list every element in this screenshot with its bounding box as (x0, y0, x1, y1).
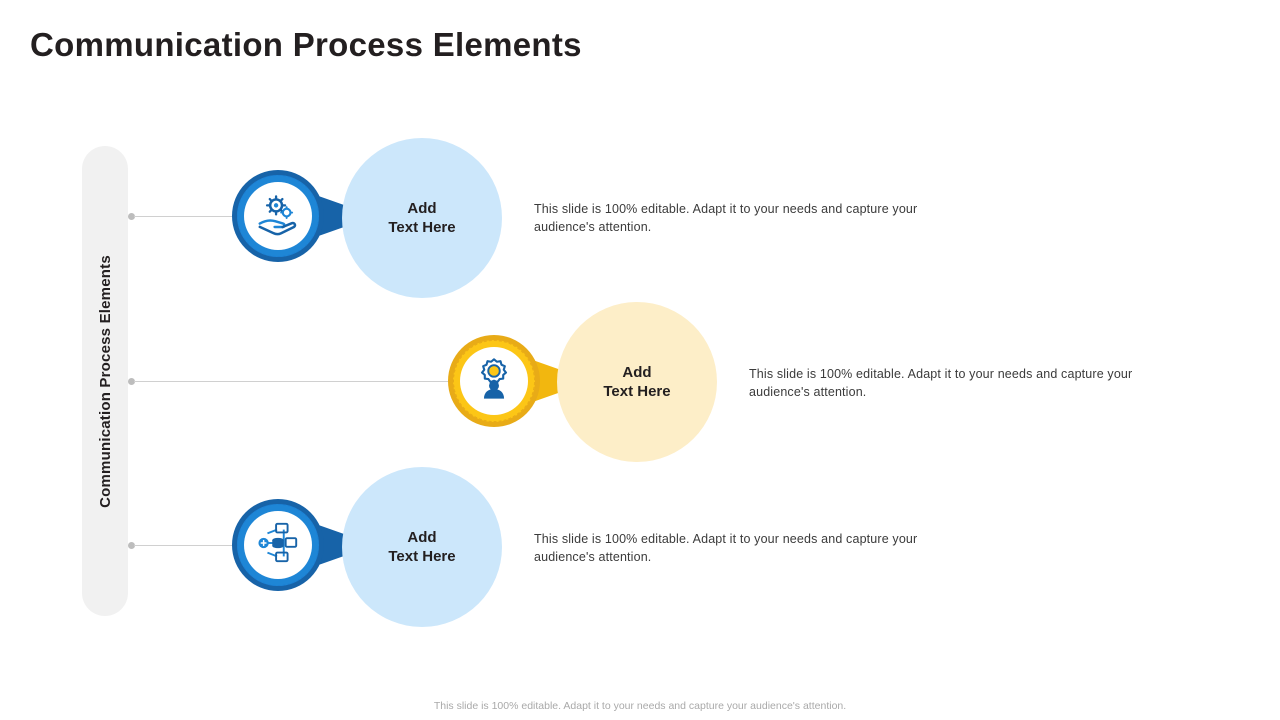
row-3-circle[interactable]: Add Text Here (342, 467, 502, 627)
connector-line-1 (134, 216, 244, 217)
page-title: Communication Process Elements (30, 26, 582, 63)
connector-dot-3 (128, 542, 135, 549)
row-2-icon-well (460, 347, 528, 415)
rail-label-text: Communication Process Elements (96, 254, 114, 508)
row-1-badge[interactable] (232, 170, 324, 262)
row-2-circle-label: Add Text Here (603, 363, 671, 401)
row-2-badge[interactable] (448, 335, 540, 427)
network-nodes-icon (255, 520, 301, 571)
row-1-ring-dashed (237, 175, 319, 257)
row-3-ring-dashed (237, 504, 319, 586)
left-rail (82, 146, 128, 616)
slide-footer-note: This slide is 100% editable. Adapt it to… (433, 700, 847, 712)
row-2-ring-dashed (453, 340, 535, 422)
person-gear-icon (471, 356, 517, 407)
hand-gears-icon (255, 191, 301, 242)
connector-dot-2 (128, 378, 135, 385)
connector-line-2 (134, 381, 460, 382)
row-3-icon-well (244, 511, 312, 579)
row-1-circle-label: Add Text Here (388, 199, 456, 237)
row-1-icon-well (244, 182, 312, 250)
connector-line-3 (134, 545, 244, 546)
row-2-description: This slide is 100% editable. Adapt it to… (749, 367, 1133, 400)
row-1-description: This slide is 100% editable. Adapt it to… (534, 202, 918, 235)
row-3-badge[interactable] (232, 499, 324, 591)
row-2-circle[interactable]: Add Text Here (557, 302, 717, 462)
connector-dot-1 (128, 213, 135, 220)
row-1-circle[interactable]: Add Text Here (342, 138, 502, 298)
row-3-circle-label: Add Text Here (388, 528, 456, 566)
rail-label: Communication Process Elements (82, 146, 128, 616)
row-3-description: This slide is 100% editable. Adapt it to… (534, 532, 918, 565)
